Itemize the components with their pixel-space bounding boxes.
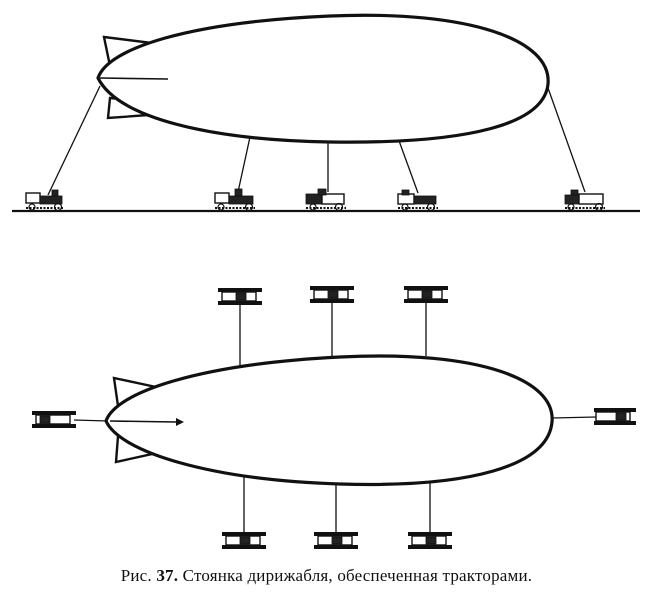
tractor-top-4 <box>32 411 76 428</box>
rope-top-5 <box>551 416 597 419</box>
top-axis-arrowhead <box>176 418 184 426</box>
tractor-top-5 <box>594 408 636 425</box>
side-view <box>12 13 640 213</box>
tractor-top-3 <box>404 286 448 303</box>
caption-number: 37. <box>156 566 179 585</box>
tractor-top-6 <box>222 532 266 549</box>
side-hull <box>96 13 550 144</box>
top-view <box>32 286 636 549</box>
top-hull <box>104 354 554 487</box>
tractor-side-1 <box>25 189 64 212</box>
caption-text: Стоянка дирижабля, обеспеченная трактора… <box>182 566 533 585</box>
top-axis-line <box>109 420 177 423</box>
side-ropes <box>47 85 586 196</box>
tractor-side-2 <box>214 188 255 212</box>
rope-side-5 <box>547 87 586 193</box>
tractor-top-2 <box>310 286 354 303</box>
tractor-top-7 <box>314 532 358 549</box>
figure-caption: Рис. 37. Стоянка дирижабля, обеспеченная… <box>0 566 653 586</box>
tractor-top-8 <box>408 532 452 549</box>
side-axis-line <box>99 77 169 80</box>
rope-top-4 <box>73 419 109 422</box>
rope-side-1 <box>47 85 101 196</box>
caption-prefix: Рис. <box>120 566 152 585</box>
tractor-side-4 <box>397 189 438 212</box>
tractor-side-5 <box>564 189 605 212</box>
rope-side-2 <box>237 136 251 193</box>
tractor-top-1 <box>218 288 262 305</box>
rope-side-4 <box>397 137 419 194</box>
tractor-side-3 <box>305 188 346 212</box>
top-ropes <box>73 302 597 532</box>
